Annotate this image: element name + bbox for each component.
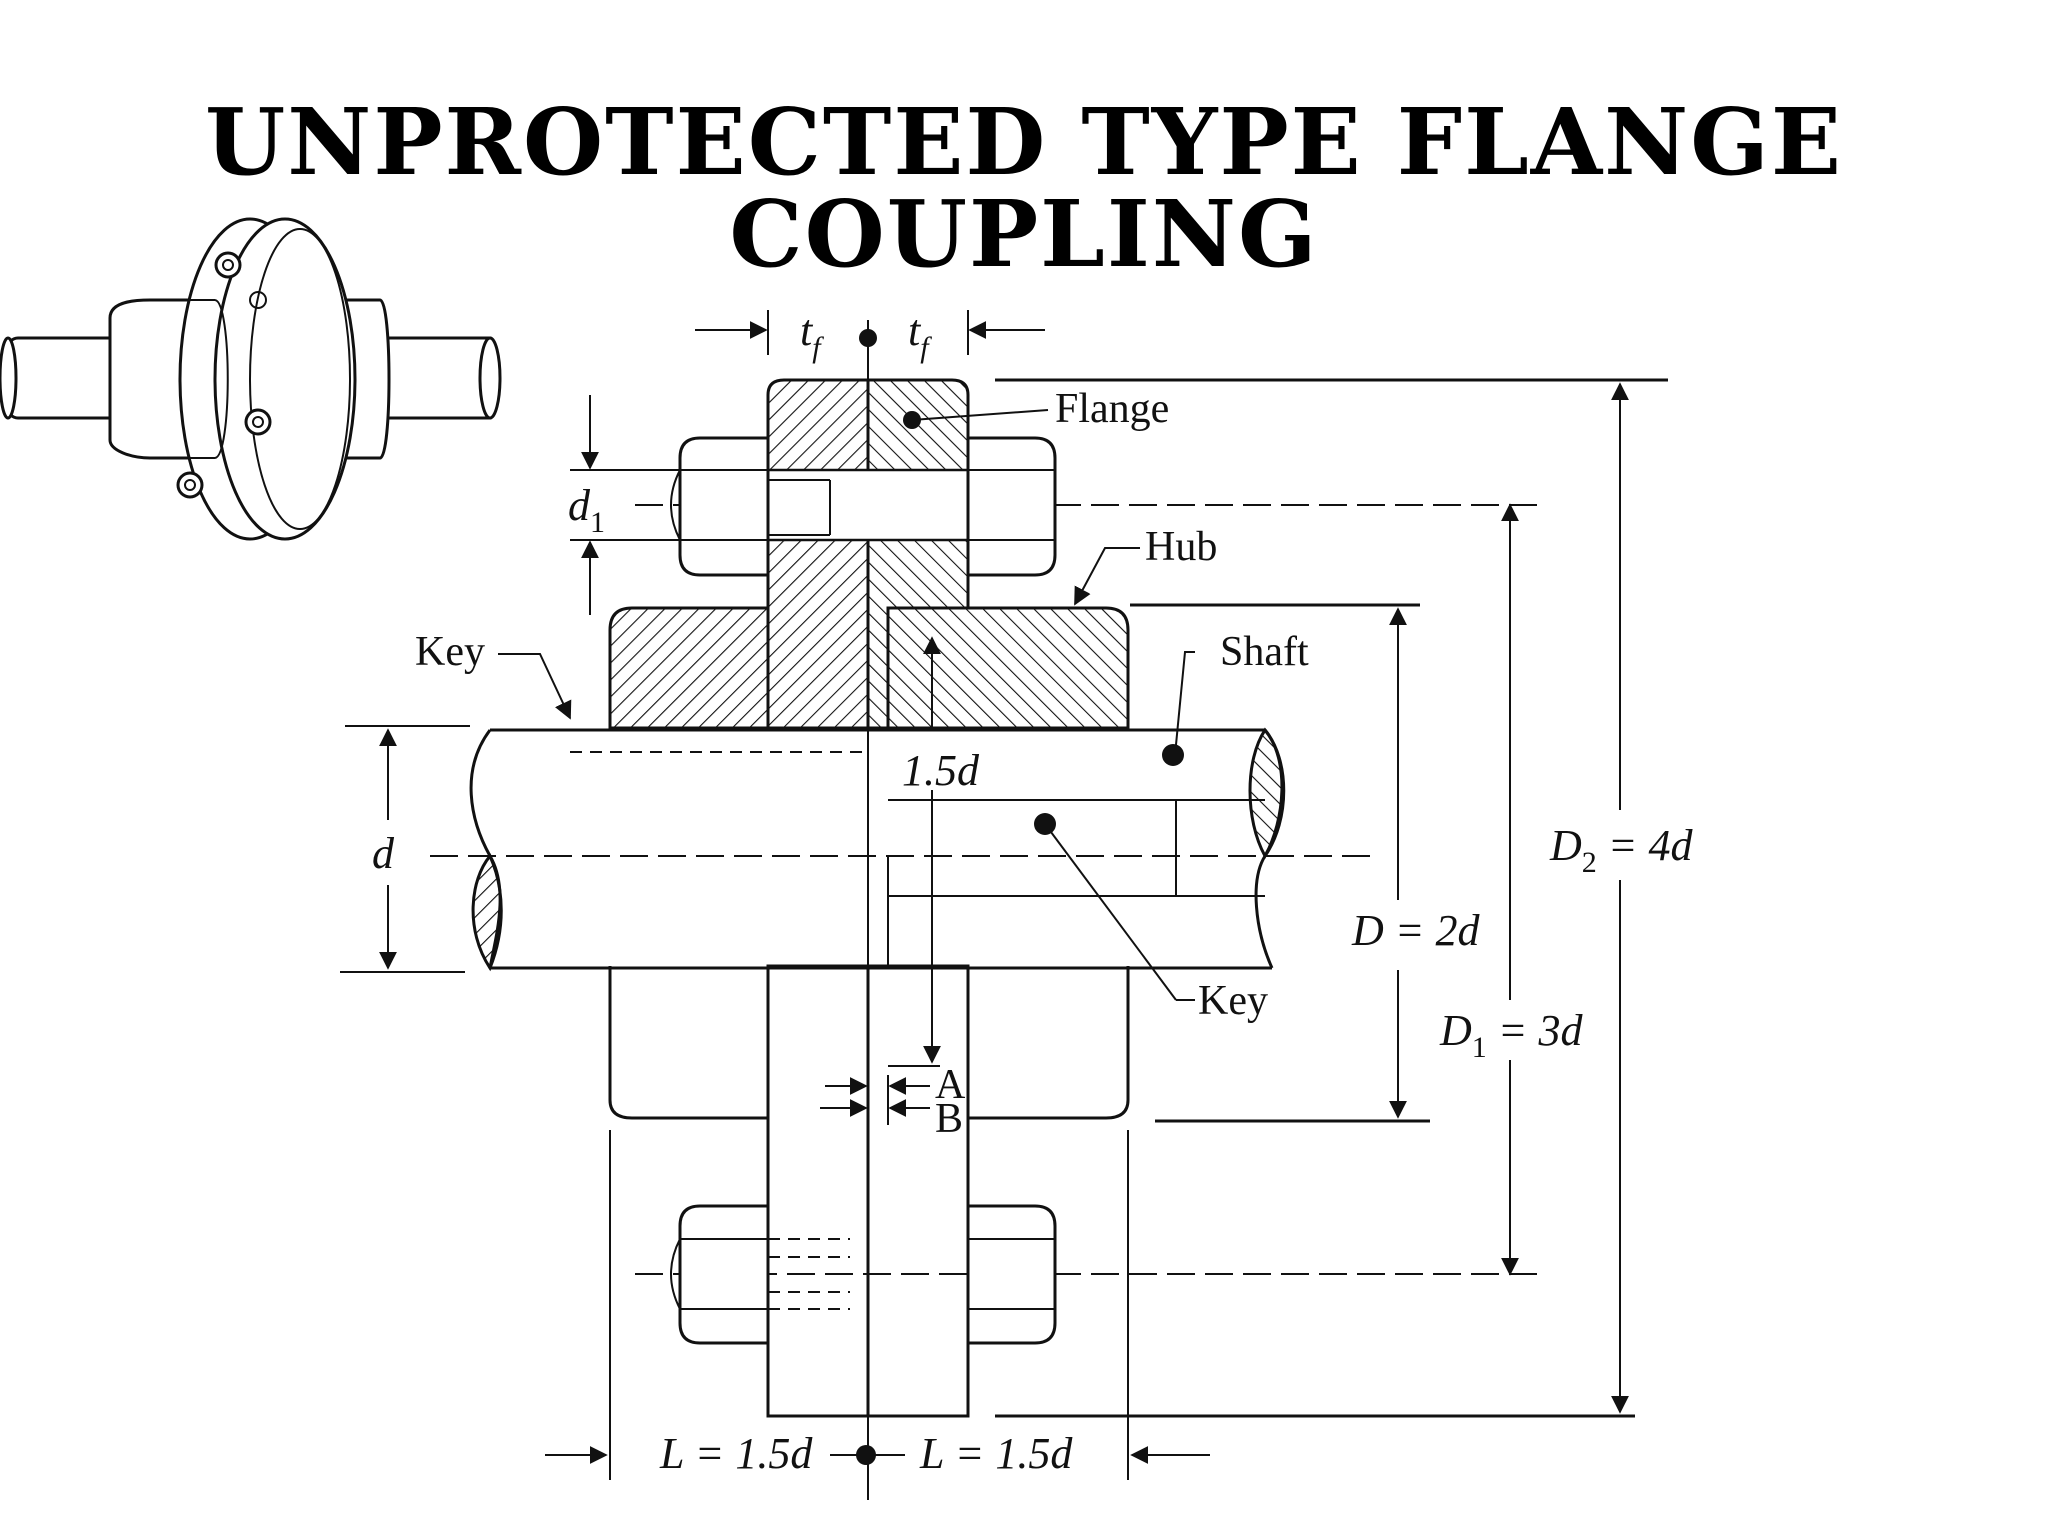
bolt-hole-upper: [766, 468, 970, 542]
dimension-d: [340, 725, 470, 973]
bolt-lower: [670, 1204, 1057, 1345]
flange-right: [866, 378, 970, 1418]
d1-label: d1: [568, 481, 605, 539]
d-label: d: [372, 829, 395, 878]
coupling-isometric-sketch: [0, 217, 502, 541]
key-label-bottom: Key: [1198, 978, 1268, 1024]
hub-right: [886, 606, 1130, 1120]
page-title: UNPROTECTED TYPE FLANGE COUPLING: [205, 88, 1843, 288]
L-left-label: L = 1.5d: [659, 1429, 813, 1478]
leader-lines: [498, 409, 1195, 1001]
key-label-top: Key: [415, 629, 485, 675]
A-label: A: [935, 1062, 966, 1108]
dimension-A-B: [820, 1075, 930, 1125]
hub-depth-label: 1.5d: [902, 746, 980, 795]
dimension-D: [1130, 603, 1430, 1123]
shaft-label: Shaft: [1220, 629, 1309, 675]
shaft: [469, 727, 1286, 972]
dimension-L: [545, 1130, 1210, 1480]
dimension-d1: [570, 395, 680, 615]
D1-label: D1 = 3d: [1439, 1006, 1583, 1064]
B-label: B: [935, 1096, 963, 1142]
bolt-upper: [670, 436, 1057, 577]
dimension-D2: [995, 378, 1668, 1418]
dimension-hub-depth: [888, 636, 941, 1067]
hub-left: [608, 606, 770, 1120]
hub-label: Hub: [1145, 524, 1217, 570]
dimension-tf: [695, 310, 1045, 355]
tf-right-label: tf: [908, 306, 932, 364]
D-label: D = 2d: [1351, 906, 1480, 955]
flange-label: Flange: [1055, 386, 1169, 432]
D2-label: D2 = 4d: [1549, 821, 1693, 879]
tf-left-label: tf: [800, 306, 824, 364]
L-right-label: L = 1.5d: [919, 1429, 1073, 1478]
